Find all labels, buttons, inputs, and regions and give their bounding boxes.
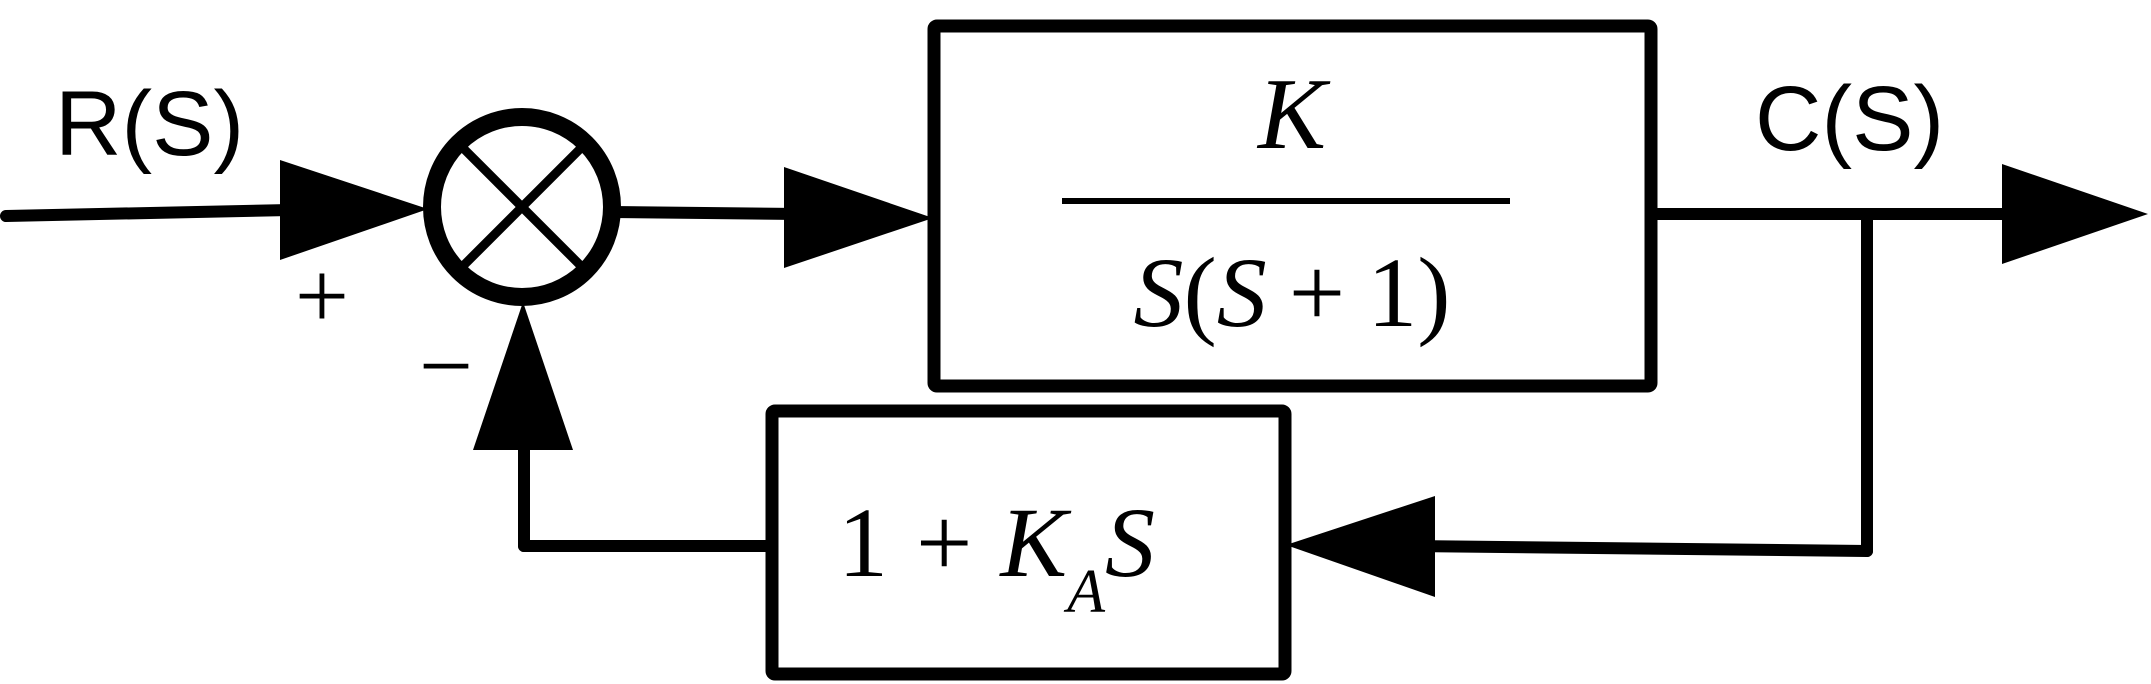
feedback-up-arrow	[473, 302, 573, 450]
output-label: C(S)	[1755, 68, 1944, 170]
junction-to-block-line	[611, 206, 801, 220]
feedback-k: K	[998, 487, 1071, 598]
summing-junction	[423, 108, 621, 306]
denominator-one: 1	[1367, 237, 1417, 348]
feedback-plus: +	[916, 487, 972, 598]
feedback-subscript: A	[1063, 558, 1106, 626]
input-label: R(S)	[55, 73, 244, 175]
minus-sign: −	[419, 312, 473, 419]
feedback-one: 1	[838, 487, 888, 598]
denominator-s2: S	[1217, 237, 1267, 348]
denominator-plus: +	[1289, 237, 1345, 348]
feedback-arrow	[1286, 496, 1435, 597]
feedback-s: S	[1105, 487, 1155, 598]
input-line	[0, 204, 296, 222]
forward-block	[927, 19, 1658, 393]
denominator-open-paren: (	[1183, 237, 1216, 348]
denominator-s1: S	[1133, 237, 1183, 348]
input-arrow	[280, 160, 428, 260]
denominator-close-paren: )	[1417, 237, 1450, 348]
plus-sign: +	[295, 242, 349, 349]
feedback-expression: 1 +KAS	[838, 487, 1155, 626]
forward-numerator: K	[1256, 58, 1331, 171]
feedback-return-line	[1404, 540, 1873, 557]
output-arrow	[2002, 164, 2148, 264]
forward-arrow	[784, 167, 933, 268]
forward-denominator: S(S+1)	[1133, 237, 1450, 348]
